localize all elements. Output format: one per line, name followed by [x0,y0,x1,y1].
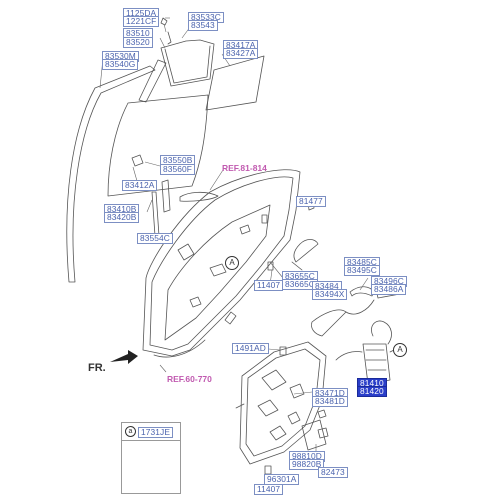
reference-link-60-770[interactable]: REF.60-770 [167,374,212,384]
part-label-83540G: 83540G [102,59,139,70]
bolt-part [167,31,172,45]
front-arrow [110,350,138,364]
legend-callout-a: a [125,426,136,437]
part-label-83412A: 83412A [122,180,158,191]
outside-handle [179,191,219,202]
part-label-11407-lower: 11407 [254,484,284,495]
legend-header: a 1731JE [122,423,180,441]
part-label-83481D: 83481D [312,396,348,407]
part-label-81477: 81477 [296,196,326,207]
front-direction-label: FR. [88,362,106,374]
clip-part [160,17,168,26]
reference-link-81-814[interactable]: REF.81-814 [222,163,267,173]
guide-channel [66,65,156,283]
part-label-83427A: 83427A [223,48,259,59]
part-label-83486A: 83486A [371,284,407,295]
quarter-glass [205,55,265,111]
callout-a-upper: A [225,256,239,270]
part-label-1491AD: 1491AD [232,343,269,354]
part-label-1731JE: 1731JE [138,427,174,438]
part-label-83494X: 83494X [312,289,348,300]
part-label-83554C: 83554C [137,233,173,244]
door-latch [362,343,391,385]
part-label-1221CF: 1221CF [123,16,160,27]
module-panel [239,341,327,465]
part-label-98820B: 98820B [289,459,325,470]
part-label-81420: 81420 [357,386,387,397]
part-label-83495C: 83495C [344,265,380,276]
part-label-83543: 83543 [188,20,218,31]
part-label-83520: 83520 [123,37,153,48]
run-channel-frame [160,39,215,87]
part-label-83420B: 83420B [104,212,140,223]
part-label-83560F: 83560F [160,164,196,175]
sash-channel [138,59,167,103]
part-label-82473: 82473 [318,467,348,478]
part-label-11407-upper: 11407 [254,280,284,291]
door-shell [142,169,301,357]
door-glass [107,94,209,197]
callout-a-lower: A [393,343,407,357]
regulator-rail [151,191,160,237]
legend-box: a 1731JE [121,422,181,494]
